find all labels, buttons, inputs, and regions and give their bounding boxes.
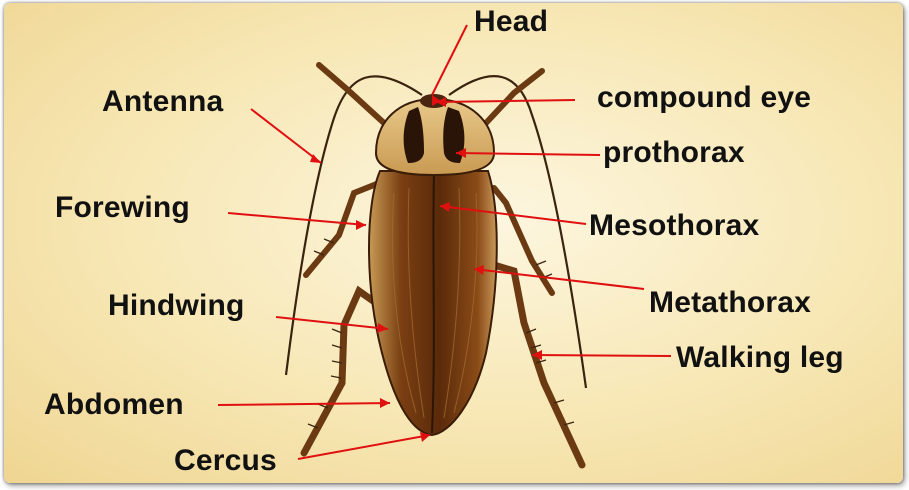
pointer-antenna xyxy=(251,109,321,163)
pointer-compound-eye xyxy=(436,100,575,102)
pointer-cercus xyxy=(298,435,430,459)
pronotum xyxy=(376,99,494,175)
pointer-walking-leg xyxy=(532,355,671,356)
label-hindwing: Hindwing xyxy=(108,291,245,321)
label-antenna: Antenna xyxy=(102,87,223,117)
cockroach-illustration xyxy=(286,65,586,465)
label-walking-leg: Walking leg xyxy=(676,343,844,373)
label-compound-eye: compound eye xyxy=(597,83,811,113)
label-forewing: Forewing xyxy=(55,193,190,223)
diagram-frame: Head Antenna compound eye prothorax Fore… xyxy=(4,3,903,483)
label-mesothorax: Mesothorax xyxy=(589,211,759,241)
label-cercus: Cercus xyxy=(174,446,277,476)
label-prothorax: prothorax xyxy=(603,138,745,168)
pointer-metathorax xyxy=(474,269,644,289)
label-metathorax: Metathorax xyxy=(649,288,811,318)
pointer-head xyxy=(432,25,467,95)
pointer-abdomen xyxy=(218,403,390,405)
label-head: Head xyxy=(474,7,548,37)
label-abdomen: Abdomen xyxy=(44,390,184,420)
